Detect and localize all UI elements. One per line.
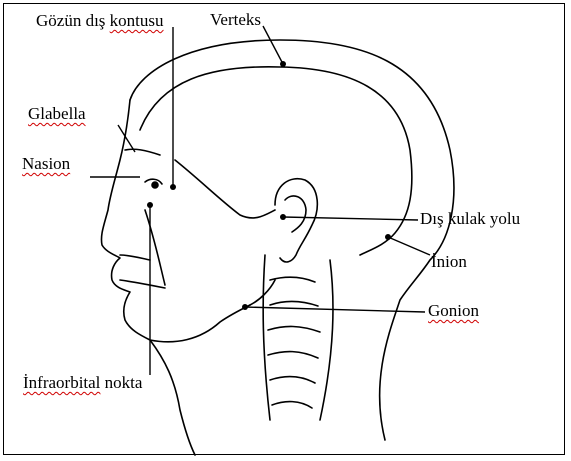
neck-front: [150, 340, 195, 455]
spine-left: [263, 255, 270, 420]
point-inion: [385, 234, 391, 240]
point-dis-kulak: [280, 214, 286, 220]
leader-verteks: [263, 26, 283, 64]
skull-contour: [140, 67, 412, 255]
vertebra-2: [270, 301, 318, 306]
eye-dot: [152, 182, 158, 188]
point-gonion: [242, 304, 248, 310]
brow: [125, 149, 160, 155]
label-infra-underlined: İnfraorbital: [23, 373, 100, 392]
ear-inner: [285, 196, 306, 232]
vertebra-1: [270, 277, 315, 282]
label-infra-text: nokta: [100, 373, 142, 392]
label-dis-kulak-yolu: Dış kulak yolu: [420, 210, 520, 227]
point-goz: [170, 184, 176, 190]
label-gozun-dis-kontusu: Gözün dış kontusu: [36, 12, 164, 29]
mouth-line: [120, 280, 165, 288]
vertebra-5: [270, 377, 315, 383]
temple-line: [175, 160, 275, 218]
cheek-line: [145, 210, 165, 285]
nose-detail: [120, 255, 150, 260]
label-goz-text: Gözün dış: [36, 11, 110, 30]
head-outline: [130, 40, 454, 440]
vertebra-4: [268, 352, 318, 358]
jaw-line: [250, 280, 275, 305]
vertebra-3: [268, 326, 320, 332]
label-goz-underlined: kontusu: [110, 11, 164, 30]
point-verteks: [280, 61, 286, 67]
label-gonion: Gonion: [428, 302, 479, 319]
face-profile: [101, 100, 250, 342]
label-infraorbital-nokta: İnfraorbital nokta: [23, 374, 142, 391]
point-infra: [147, 202, 153, 208]
label-verteks: Verteks: [210, 11, 261, 28]
spine-right: [320, 260, 333, 420]
vertebra-6: [272, 402, 312, 408]
label-glabella: Glabella: [28, 105, 86, 122]
leader-inion: [388, 237, 430, 255]
label-inion: İnion: [431, 253, 467, 270]
label-nasion: Nasion: [22, 155, 70, 172]
ear: [275, 179, 317, 262]
